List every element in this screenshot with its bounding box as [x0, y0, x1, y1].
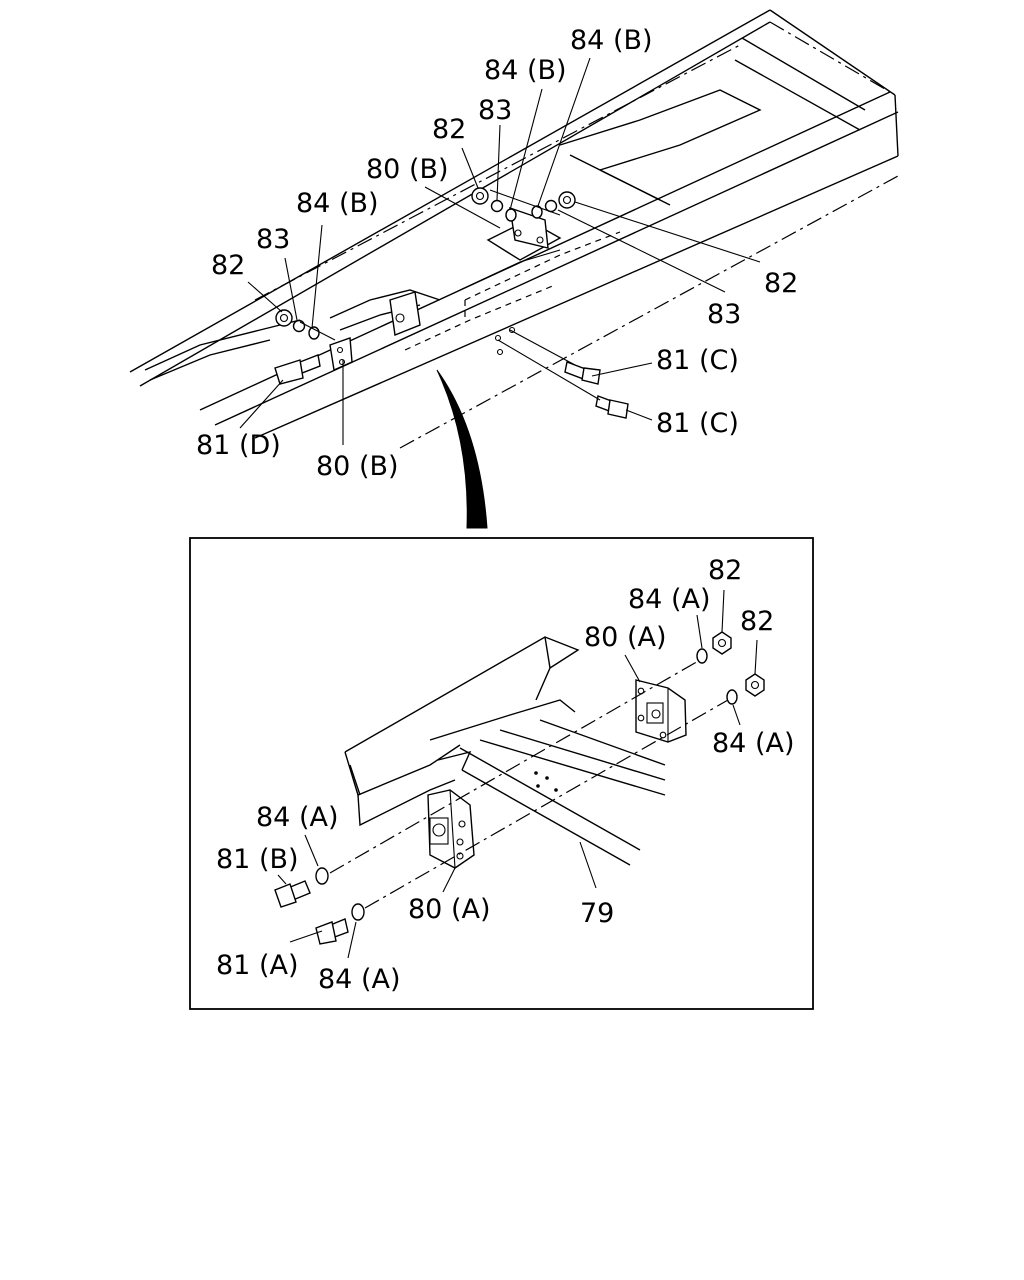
- label-82-left: 82: [211, 250, 245, 281]
- label-84b-top-right: 84 (B): [570, 25, 653, 56]
- detail-pointer: [436, 369, 488, 529]
- label-84a-detail-right: 84 (A): [712, 728, 794, 759]
- top-leaders: [239, 57, 761, 445]
- label-83-left: 83: [256, 224, 290, 255]
- label-82-right: 82: [764, 268, 798, 299]
- label-80b-top: 80 (B): [366, 154, 449, 185]
- label-81a: 81 (A): [216, 950, 298, 981]
- label-81c-upper: 81 (C): [656, 345, 739, 376]
- label-82-detail-right: 82: [740, 606, 774, 637]
- label-81c-lower: 81 (C): [656, 408, 739, 439]
- label-80a-detail-left: 80 (A): [408, 894, 490, 925]
- label-81b: 81 (B): [216, 844, 299, 875]
- callout-labels: 84 (B) 84 (B) 83 82 80 (B) 84 (B) 83 82 …: [196, 25, 798, 995]
- label-84a-detail-bottom: 84 (A): [318, 964, 400, 995]
- label-81d: 81 (D): [196, 430, 281, 461]
- label-80a-detail-right: 80 (A): [584, 622, 666, 653]
- detail-leaders: [277, 589, 758, 959]
- label-79: 79: [580, 898, 614, 929]
- detail-assembly: [274, 631, 765, 945]
- top-fasteners: [274, 187, 629, 419]
- label-84b-top-mid: 84 (B): [484, 55, 567, 86]
- label-82-top-mid: 82: [432, 114, 466, 145]
- label-83-top-mid: 83: [478, 95, 512, 126]
- label-84a-detail-left: 84 (A): [256, 802, 338, 833]
- label-82-detail-top: 82: [708, 555, 742, 586]
- label-80b-bottom: 80 (B): [316, 451, 399, 482]
- frame-assembly: [129, 9, 899, 449]
- label-83-right: 83: [707, 299, 741, 330]
- label-84a-detail-top: 84 (A): [628, 584, 710, 615]
- detail-box: [189, 537, 814, 1010]
- label-84b-left: 84 (B): [296, 188, 379, 219]
